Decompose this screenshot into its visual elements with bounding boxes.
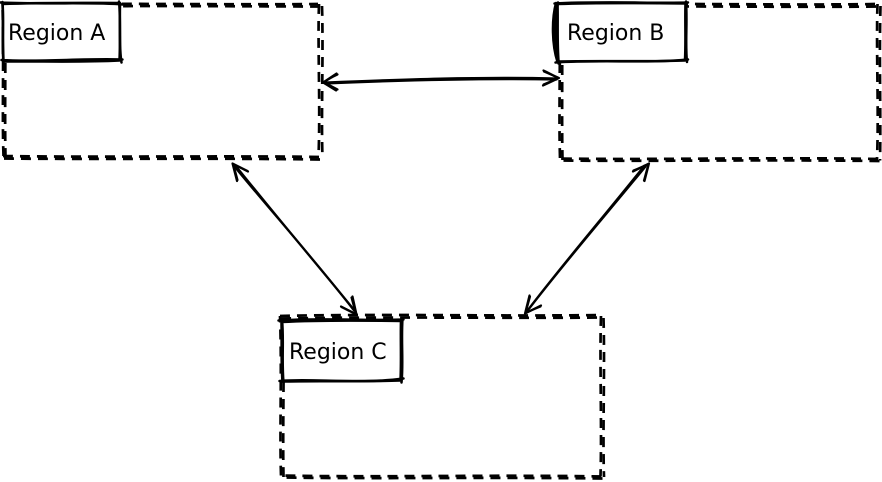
- region-b-label-box-sketch: [551, 0, 690, 65]
- arrowhead-up-icon: [631, 162, 651, 183]
- region-b: Region B: [551, 0, 882, 163]
- arrowhead-right-icon: [542, 70, 561, 86]
- region-a-label: Region A: [8, 21, 105, 46]
- connector-b-c-shaft: [526, 164, 646, 312]
- region-a-border: [1, 2, 324, 161]
- region-b-label: Region B: [567, 21, 664, 46]
- region-b-border-stroke: [557, 2, 880, 161]
- connector-a-b-shaft: [323, 78, 558, 85]
- connector-a-c: [231, 162, 358, 316]
- connector-a-b: [321, 69, 561, 92]
- connector-a-c-shaft: [234, 164, 357, 313]
- region-a-border-stroke: [1, 2, 321, 159]
- region-c-border-stroke: [278, 313, 603, 478]
- region-c-border-stroke: [280, 316, 606, 480]
- region-b-border-stroke: [559, 5, 882, 163]
- arrowhead-down-icon: [523, 294, 543, 315]
- connector-b-c: [523, 162, 651, 315]
- region-c-label-box-sketch: [277, 317, 405, 384]
- arrowhead-left-icon: [321, 72, 338, 92]
- region-a: Region A: [0, 0, 324, 161]
- arrowhead-down-icon: [339, 295, 358, 316]
- region-a-label-box-sketch: [0, 0, 124, 64]
- region-c: Region C: [277, 313, 606, 480]
- arrowhead-up-icon: [231, 162, 250, 183]
- region-b-border: [557, 2, 882, 163]
- region-a-border-stroke: [3, 4, 324, 161]
- region-c-border: [278, 313, 606, 480]
- region-c-label: Region C: [289, 340, 387, 365]
